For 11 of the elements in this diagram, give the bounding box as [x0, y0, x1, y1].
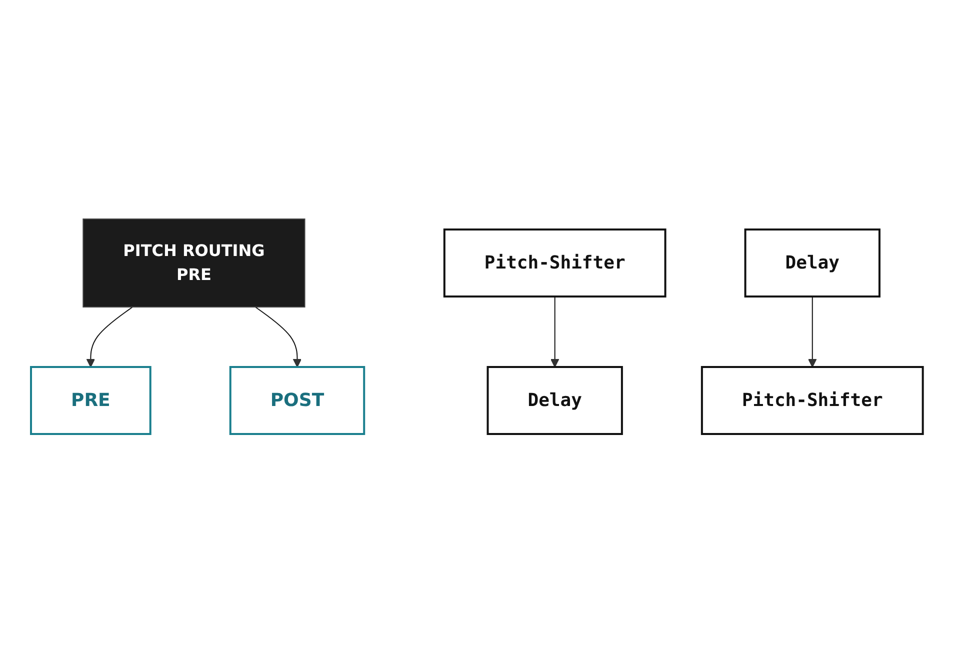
arrow: [254, 306, 302, 367]
node-box: Pitch-Shifter: [443, 228, 666, 297]
node-box: PITCH ROUTING PRE: [82, 218, 306, 307]
node-box: POST: [229, 366, 366, 434]
node-box: PRE: [30, 366, 152, 434]
node-box: Pitch-Shifter: [701, 366, 924, 434]
node-box: Delay: [744, 228, 881, 297]
arrow: [86, 306, 134, 367]
arrow: [550, 296, 560, 367]
node-box: Delay: [486, 366, 624, 434]
arrow: [808, 296, 817, 367]
